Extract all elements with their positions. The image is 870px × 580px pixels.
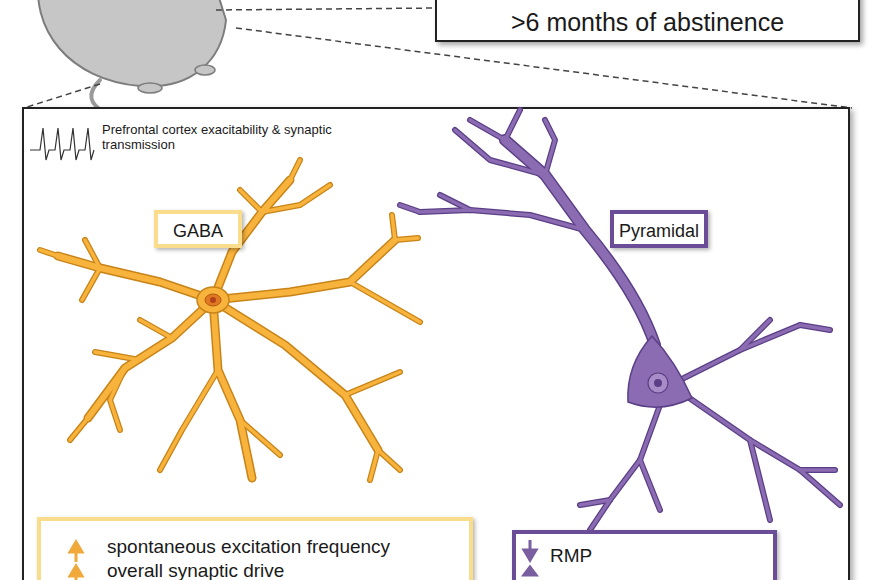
node-subtext: overall synaptic drive: [107, 560, 467, 580]
zoom-line: [216, 8, 436, 10]
mouse-body: [38, 0, 226, 86]
node-text: RMP: [550, 545, 750, 567]
cell-type-label: GABA: [154, 210, 242, 248]
node-text: Prefrontal cortex exacitability & synapt…: [102, 123, 342, 153]
effect-box: spontaneous excitation frequencyoverall …: [37, 517, 473, 580]
mouse-foot: [195, 65, 215, 75]
region-panel: Prefrontal cortex exacitability & synapt…: [22, 107, 850, 580]
node-text: >6 months of abstinence: [437, 8, 858, 37]
node-text: spontaneous excitation frequency: [107, 536, 467, 558]
node-text: Pyramidal: [614, 221, 704, 242]
node-text: GABA: [158, 221, 238, 242]
mouse-foot: [138, 83, 162, 93]
condition-box: >6 months of abstinence: [435, 0, 860, 42]
cell-type-label: Pyramidal: [610, 210, 708, 248]
effect-box: RMP: [512, 530, 777, 580]
zoom-line: [24, 84, 100, 108]
